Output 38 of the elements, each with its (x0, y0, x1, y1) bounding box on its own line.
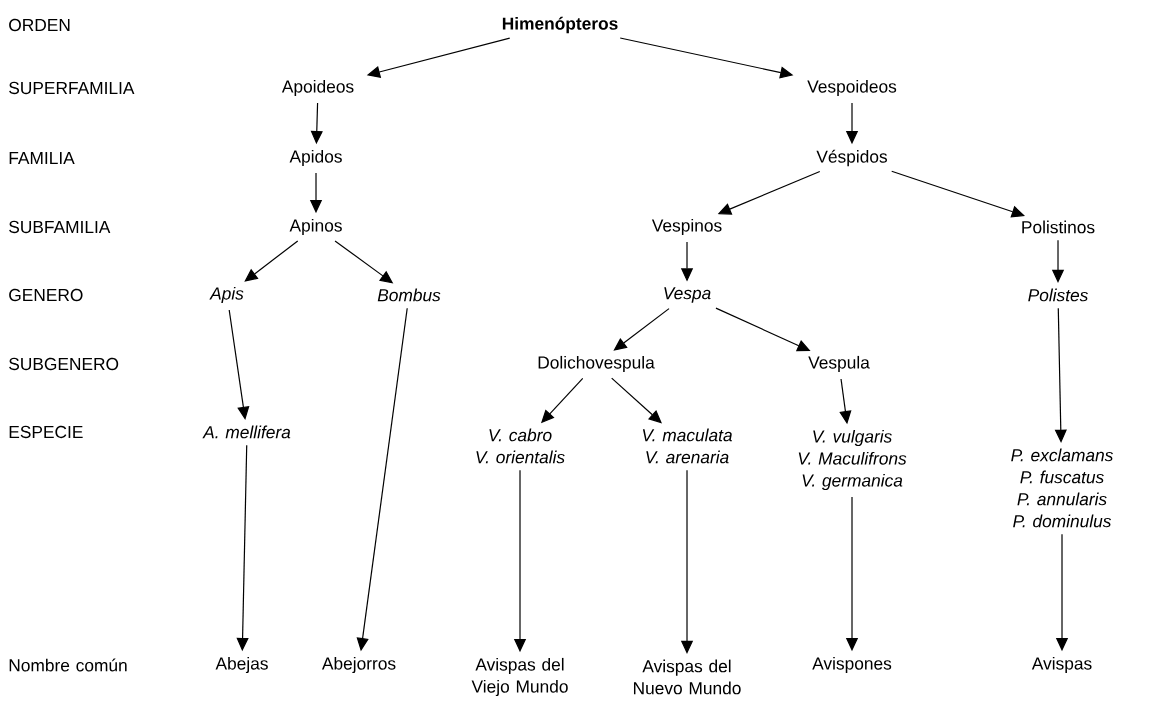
common-name: Avispas (1031, 656, 1092, 674)
taxon-label: Apidos (289, 149, 342, 167)
taxon-label: Vespinos (651, 218, 722, 236)
taxon-label: V. vulgaris V. Maculifrons V. germanica (798, 429, 907, 491)
common-name: Avispas del Nuevo Mundo (634, 659, 741, 695)
rank-label: SUPERFAMILIA (9, 81, 135, 95)
taxon-label: Vespula (808, 355, 870, 373)
rank-label: GENERO (9, 288, 83, 302)
taxon-label: Apinos (289, 218, 342, 236)
taxon-label: Dolichovespula (538, 355, 655, 373)
taxon-label: V. maculata V. arenaria (642, 428, 732, 464)
common-name: Avispas del Viejo Mundo (471, 657, 568, 697)
taxon-label: Vespa (664, 287, 711, 303)
arrow (244, 240, 299, 282)
taxon-label: Apis (209, 286, 244, 304)
taxon-label: Vespoideos (807, 79, 897, 97)
rank-label: Nombre común (9, 658, 127, 672)
common-name: Avispones (812, 656, 892, 674)
taxon-label: P. exclamans P. fuscatus P. annularis P. dominulus (1011, 448, 1113, 528)
rank-label: ESPECIE (9, 425, 83, 439)
taxon-label: V. cabro V. orientalis (476, 428, 565, 464)
taxon-label: Apoideos (281, 79, 354, 97)
rank-label: SUBGENERO (9, 357, 119, 371)
common-name: Abejas (215, 656, 268, 674)
arrow (613, 308, 670, 351)
taxon-label: Véspidos (816, 149, 888, 167)
arrow (228, 309, 250, 420)
taxon-label: Polistes (1028, 288, 1088, 302)
arrow (611, 377, 662, 424)
taxon-label: A. mellifera (202, 425, 291, 439)
taxon-label: Bombus (377, 288, 441, 302)
rank-label: FAMILIA (9, 152, 75, 164)
common-name: Abejorros (321, 656, 396, 674)
arrow (891, 170, 1025, 218)
taxon-label: Himenópteros (502, 16, 618, 34)
rank-label: SUBFAMILIA (9, 220, 111, 234)
rank-label: ORDEN (9, 18, 70, 32)
taxon-label: Polistinos (1022, 220, 1095, 234)
